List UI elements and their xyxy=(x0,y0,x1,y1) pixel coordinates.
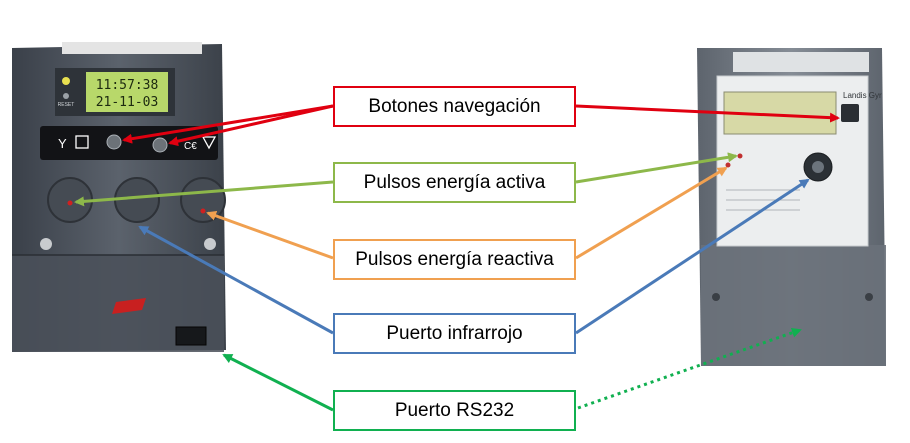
rs232-connector xyxy=(175,326,207,346)
right-active-led-icon xyxy=(737,153,743,159)
arrow-pulsos-energia-activa xyxy=(74,152,738,207)
left-meter: 11:57:38 21-11-03 RESET Y C€ xyxy=(12,42,226,352)
arrow-active-left xyxy=(74,180,334,207)
brand-label: Landis Gyr xyxy=(843,91,882,100)
screw-icon xyxy=(40,238,52,250)
nav-button-1[interactable] xyxy=(106,134,122,150)
manufacturer-logo xyxy=(112,298,146,314)
left-meter-lcd xyxy=(86,72,168,112)
left-meter-label-strip xyxy=(62,42,202,54)
arrow-nav-to-right-button xyxy=(575,104,840,123)
arrow-reactive-right xyxy=(575,166,728,260)
reactive-led-icon xyxy=(200,208,206,214)
left-port-infrared xyxy=(114,177,160,223)
label-puerto-rs232-text: Puerto RS232 xyxy=(394,399,515,421)
screw-icon xyxy=(865,293,873,301)
lcd-time: 11:57:38 xyxy=(96,78,159,93)
label-puerto-infrarrojo: Puerto infrarrojo xyxy=(333,313,576,354)
nav-button-2[interactable] xyxy=(152,137,168,153)
label-pulsos-energia-reactiva: Pulsos energía reactiva xyxy=(333,239,576,280)
arrow-reactive-left xyxy=(206,211,334,260)
arrow-puerto-infrarrojo xyxy=(138,178,810,335)
label-pulsos-energia-reactiva-text: Pulsos energía reactiva xyxy=(355,248,554,270)
status-led-icon xyxy=(62,77,70,85)
label-botones-navegacion: Botones navegación xyxy=(333,86,576,127)
arrow-ir-left xyxy=(138,225,334,335)
right-meter-top-strip xyxy=(733,52,869,72)
antenna-icon: Y xyxy=(58,136,67,151)
square-icon xyxy=(75,135,89,149)
screw-icon xyxy=(204,238,216,250)
active-led-icon xyxy=(67,200,73,206)
infrared-lens-icon xyxy=(812,161,824,173)
label-botones-navegacion-text: Botones navegación xyxy=(368,95,541,117)
right-meter-cover xyxy=(701,245,886,366)
label-puerto-rs232: Puerto RS232 xyxy=(333,390,576,431)
screw-icon xyxy=(712,293,720,301)
ce-icon: C€ xyxy=(184,141,197,152)
arrow-pulsos-energia-reactiva xyxy=(206,166,728,260)
right-meter: Landis Gyr xyxy=(697,48,886,366)
label-puerto-infrarrojo-text: Puerto infrarrojo xyxy=(386,322,523,344)
left-port-reactive xyxy=(180,177,226,223)
reset-button[interactable] xyxy=(63,93,69,99)
label-pulsos-energia-activa: Pulsos energía activa xyxy=(333,162,576,203)
arrow-rs232-left xyxy=(222,353,334,412)
arrow-nav-to-button-2 xyxy=(168,104,334,147)
arrow-rs232-right xyxy=(577,327,802,410)
right-nav-button[interactable] xyxy=(841,104,859,122)
arrow-botones-navegacion xyxy=(122,104,840,147)
label-pulsos-energia-activa-text: Pulsos energía activa xyxy=(363,171,546,193)
arrow-nav-to-button-1 xyxy=(122,104,334,144)
triangle-icon xyxy=(201,136,217,150)
reset-label: RESET xyxy=(58,102,75,108)
right-reactive-led-icon xyxy=(725,162,731,168)
lcd-date: 21-11-03 xyxy=(96,95,159,110)
arrow-active-right xyxy=(575,152,738,184)
arrow-puerto-rs232 xyxy=(222,327,802,412)
arrow-ir-right xyxy=(575,178,810,335)
